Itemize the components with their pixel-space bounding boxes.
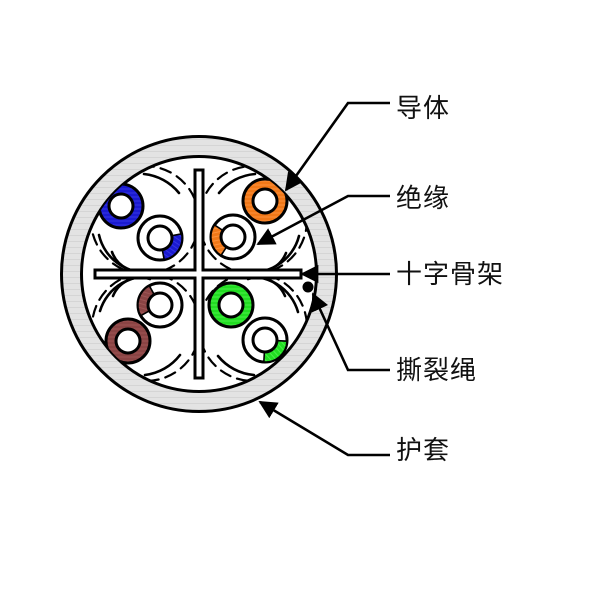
twist-arc-green-c: [216, 354, 256, 377]
cross-skeleton-shape: [93, 168, 303, 380]
label-conductor: 导体: [396, 94, 451, 124]
twist-arc-orange-c: [217, 172, 257, 195]
wire-orange-solid: [241, 177, 289, 225]
label-cross-skeleton: 十字骨架: [396, 260, 505, 290]
pair-green: [207, 281, 289, 364]
wire-brown-solid: [104, 317, 152, 365]
pair-brown: [104, 281, 184, 365]
wire-green-white: [241, 316, 289, 364]
wire-brown-white: [136, 281, 184, 329]
label-jacket: 护套: [396, 436, 451, 466]
wire-green-solid: [207, 281, 255, 329]
leader-line-jacket: [258, 400, 390, 457]
conductor-orange-white: [219, 223, 247, 251]
conductor-blue-white: [146, 224, 174, 252]
pair-orange: [209, 177, 289, 261]
leader-line-conductor: [284, 101, 390, 192]
conductor-blue-solid: [107, 192, 135, 220]
leader-line-insulation: [256, 194, 390, 246]
label-insulation: 绝缘: [396, 184, 451, 214]
ripcord-marker: [302, 281, 314, 293]
leader-line-layer: [256, 101, 390, 457]
cross-filler-skeleton: [93, 168, 303, 380]
wire-orange-white: [209, 213, 257, 261]
twist-arc-blue-c: [142, 172, 181, 195]
conductor-orange-solid: [251, 187, 279, 215]
conductor-brown-solid: [114, 327, 142, 355]
leader-line-ripcord: [311, 292, 390, 372]
conductor-green-white: [251, 326, 279, 354]
conductor-green-solid: [217, 291, 245, 319]
twist-arc-brown-c: [143, 353, 182, 377]
conductor-brown-white: [146, 291, 174, 319]
wire-blue-white: [136, 214, 184, 262]
label-ripcord: 撕裂绳: [396, 356, 478, 386]
